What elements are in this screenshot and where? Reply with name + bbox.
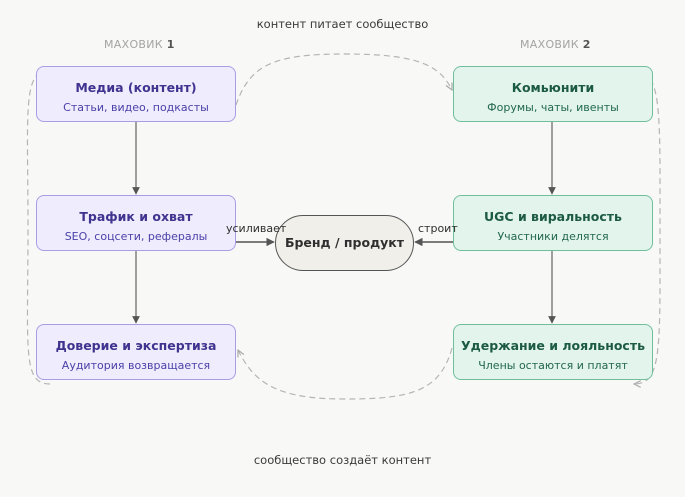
flywheel2-heading-label: МАХОВИК (520, 38, 579, 51)
node-media-subtitle: Статьи, видео, подкасты (63, 101, 209, 114)
node-brand-product: Бренд / продукт (275, 215, 414, 271)
node-ugc-title: UGC и виральность (484, 209, 622, 224)
node-traffic: Трафик и охват SEO, соцсети, рефералы (36, 195, 236, 251)
node-community-title: Комьюнити (511, 80, 595, 95)
flywheel1-heading-label: МАХОВИК (104, 38, 163, 51)
node-community-subtitle: Форумы, чаты, ивенты (487, 101, 619, 114)
node-retention: Удержание и лояльность Члены остаются и … (453, 324, 653, 380)
node-community: Комьюнити Форумы, чаты, ивенты (453, 66, 653, 122)
loop-arrow-top (235, 53, 452, 106)
node-traffic-title: Трафик и охват (79, 209, 193, 224)
node-retention-title: Удержание и лояльность (461, 338, 645, 353)
node-ugc-subtitle: Участники делятся (497, 230, 609, 243)
node-media-title: Медиа (контент) (75, 80, 197, 95)
node-ugc: UGC и виральность Участники делятся (453, 195, 653, 251)
node-media: Медиа (контент) Статьи, видео, подкасты (36, 66, 236, 122)
flywheel2-heading-number: 2 (582, 38, 591, 51)
node-trust: Доверие и экспертиза Аудитория возвращае… (36, 324, 236, 380)
node-traffic-subtitle: SEO, соцсети, рефералы (64, 230, 208, 243)
flywheel1-heading: МАХОВИК 1 (104, 38, 175, 51)
node-trust-subtitle: Аудитория возвращается (61, 359, 211, 372)
edge-label-amplifies: усиливает (226, 222, 287, 235)
edge-label-builds: строит (418, 222, 458, 235)
node-retention-subtitle: Члены остаются и платят (478, 359, 628, 372)
flywheel1-heading-number: 1 (166, 38, 175, 51)
flywheel2-heading: МАХОВИК 2 (520, 38, 591, 51)
node-trust-title: Доверие и экспертиза (55, 338, 217, 353)
caption-bottom: сообщество создаёт контент (253, 453, 432, 467)
flywheel1-return-loop (26, 70, 50, 385)
caption-top: контент питает сообщество (256, 17, 429, 31)
loop-arrow-bottom (238, 347, 453, 400)
